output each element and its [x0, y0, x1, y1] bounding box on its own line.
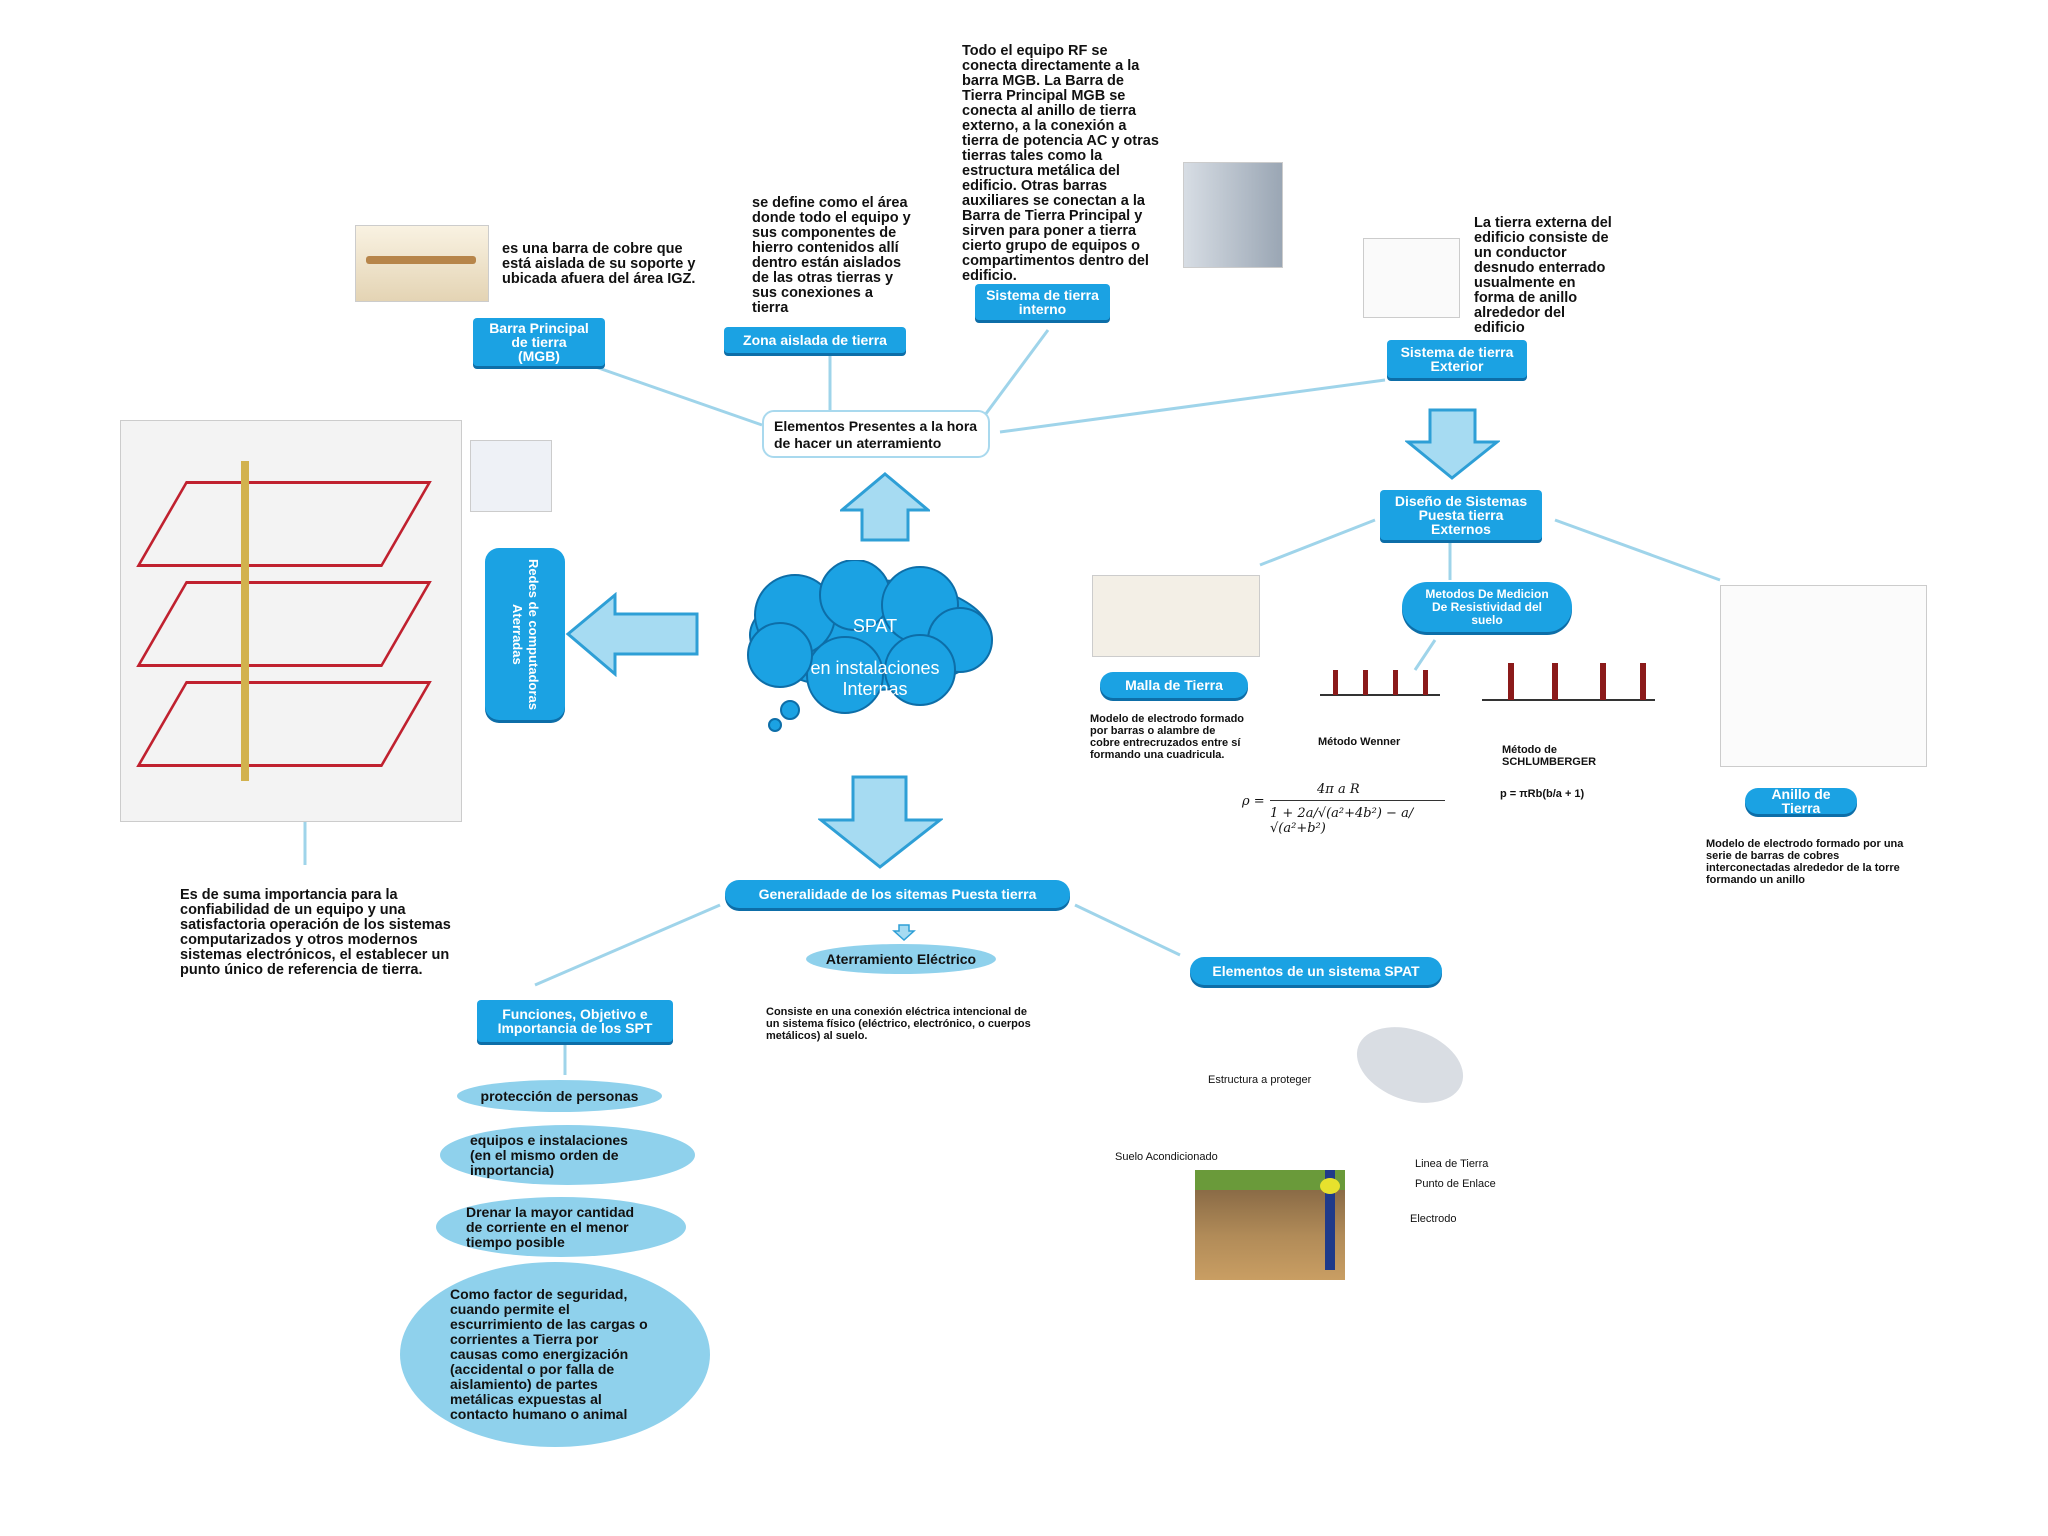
- fig-label-suelo: Suelo Acondicionado: [1115, 1151, 1218, 1163]
- arrow-down-main: [818, 775, 943, 869]
- barra-principal-node[interactable]: Barra Principal de tierra (MGB): [473, 318, 605, 366]
- malla-node[interactable]: Malla de Tierra: [1100, 672, 1248, 698]
- fig-label-punto: Punto de Enlace: [1415, 1178, 1496, 1190]
- spat-figure: [1110, 1013, 1474, 1280]
- electrode-rod: [1325, 1170, 1335, 1270]
- elementos-spat-node[interactable]: Elementos de un sistema SPAT: [1190, 957, 1442, 985]
- schlumberger-label: Método de SCHLUMBERGER: [1502, 744, 1597, 768]
- wenner-formula: ρ = 4π a R 1 + 2a/√(a²+4b²) − a/√(a²+b²): [1242, 782, 1447, 837]
- mgb-bar-photo: [355, 225, 489, 302]
- center-title-line1: SPAT: [852, 616, 898, 636]
- center-title-line2: en instalaciones Internas: [810, 658, 940, 699]
- redes-desc: Es de suma importancia para la confiabil…: [180, 887, 451, 978]
- wenner-figure: [1320, 670, 1440, 696]
- funciones-node[interactable]: Funciones, Objetivo e Importancia de los…: [477, 1000, 673, 1042]
- fig-label-linea: Linea de Tierra: [1415, 1158, 1489, 1170]
- diseno-node[interactable]: Diseño de Sistemas Puesta tierra Externo…: [1380, 490, 1542, 540]
- arrow-left: [565, 592, 699, 677]
- schlumberger-formula: p = πRb(b/a + 1): [1500, 788, 1585, 800]
- wenner-label: Método Wenner: [1318, 736, 1401, 748]
- malla-desc: Modelo de electrodo formado por barras o…: [1090, 713, 1245, 761]
- sistema-interno-desc: Todo el equipo RF se conecta directament…: [962, 43, 1159, 284]
- funcion-item-2: equipos e instalaciones (en el mismo ord…: [440, 1125, 695, 1185]
- fig-label-estructura: Estructura a proteger: [1208, 1074, 1312, 1086]
- funcion-item-4: Como factor de seguridad, cuando permite…: [400, 1262, 710, 1447]
- redes-label: Redes de computadoras Aterradas: [510, 558, 541, 710]
- anillo-node[interactable]: Anillo de Tierra: [1745, 787, 1857, 815]
- aterramiento-node[interactable]: Aterramiento Eléctrico: [806, 944, 996, 974]
- arrow-up: [840, 472, 930, 542]
- schlumberger-figure: [1482, 663, 1655, 701]
- barra-principal-desc: es una barra de cobre que está aislada d…: [502, 241, 696, 287]
- zona-aislada-desc: se define como el área donde todo el equ…: [752, 195, 911, 316]
- generalidades-node[interactable]: Generalidade de los sitemas Puesta tierr…: [725, 880, 1070, 908]
- malla-figure: [1092, 575, 1260, 657]
- sistema-exterior-node[interactable]: Sistema de tierra Exterior: [1387, 340, 1527, 378]
- sistema-exterior-desc: La tierra externa del edificio consiste …: [1474, 215, 1612, 336]
- funcion-item-3: Drenar la mayor cantidad de corriente en…: [436, 1197, 686, 1257]
- exterior-diagram: [1363, 238, 1460, 318]
- cabinet-photo: [1183, 162, 1283, 268]
- center-title: SPAT en instalaciones Internas: [775, 595, 975, 721]
- sistema-interno-node[interactable]: Sistema de tierra interno: [975, 284, 1110, 320]
- fig-label-electrodo: Electrodo: [1410, 1213, 1457, 1225]
- network-tower-figure: [120, 420, 462, 822]
- network-icon-photo: [470, 440, 552, 512]
- metodos-node[interactable]: Metodos De Medicion De Resistividad del …: [1402, 582, 1572, 632]
- zona-aislada-node[interactable]: Zona aislada de tierra: [724, 327, 906, 353]
- center-cloud: [747, 560, 993, 732]
- anillo-figure: [1720, 585, 1927, 767]
- arrow-small-down: [892, 924, 916, 942]
- arrow-down-exterior: [1405, 408, 1500, 480]
- redes-node[interactable]: Redes de computadoras Aterradas: [485, 548, 565, 720]
- aterramiento-desc: Consiste en una conexión eléctrica inten…: [766, 1006, 1031, 1042]
- elementos-hub[interactable]: Elementos Presentes a la hora de hacer u…: [762, 410, 990, 458]
- anillo-desc: Modelo de electrodo formado por una seri…: [1706, 838, 1904, 886]
- funcion-item-1: protección de personas: [457, 1080, 662, 1112]
